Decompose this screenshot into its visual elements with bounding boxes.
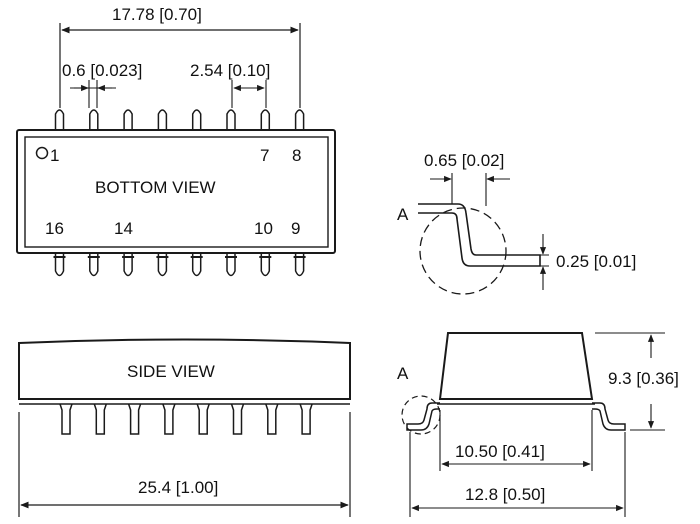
pin-label-8: 8: [292, 146, 302, 165]
end-view: [401, 332, 665, 517]
pin-label-14: 14: [114, 219, 133, 238]
bottom-pin: [54, 253, 65, 277]
side-pin: [127, 403, 142, 435]
side-pin: [162, 403, 176, 435]
detail-a-circle: [419, 207, 507, 295]
top-pin: [89, 109, 99, 130]
bottom-pin: [191, 253, 202, 277]
pin-label-9: 9: [291, 219, 301, 238]
bottom-pin-row: [53, 253, 306, 277]
dim-lead-length-label: 0.65 [0.02]: [424, 151, 505, 170]
dim-lead-thickness-label: 0.25 [0.01]: [556, 252, 637, 271]
dim-overall-width-label: 12.8 [0.50]: [465, 485, 546, 504]
end-view-body: [438, 332, 594, 400]
side-pin: [299, 403, 313, 435]
bottom-pin: [157, 253, 168, 277]
dim-height-label: 9.3 [0.36]: [608, 369, 679, 388]
side-pin: [59, 403, 73, 435]
bottom-view-title: BOTTOM VIEW: [95, 178, 216, 197]
dim-body-width-label: 10.50 [0.41]: [455, 442, 545, 461]
detail-a: [418, 173, 549, 295]
side-pin: [196, 403, 210, 435]
pin-label-7: 7: [260, 146, 270, 165]
pin-label-1: 1: [50, 146, 60, 165]
end-view-lead-right: [592, 402, 626, 431]
dim-overall-span-label: 17.78 [0.70]: [112, 5, 202, 24]
side-pin: [93, 403, 108, 435]
bottom-pin: [260, 253, 271, 277]
dim-pitch-label: 2.54 [0.10]: [190, 61, 271, 80]
bottom-pin: [294, 253, 305, 277]
top-pin: [260, 109, 271, 130]
end-view-detail-marker: A: [397, 364, 409, 383]
top-pin-row: [53, 109, 306, 131]
bottom-pin: [89, 253, 99, 277]
side-view: [18, 338, 351, 517]
top-pin: [123, 109, 133, 130]
top-pin: [191, 109, 202, 130]
side-pin: [230, 403, 245, 435]
top-pin: [54, 109, 65, 130]
side-pin: [265, 403, 279, 435]
side-pin-row: [59, 403, 313, 435]
bottom-view: [16, 23, 336, 277]
side-view-body: [18, 338, 351, 400]
bottom-pin: [123, 253, 133, 277]
detail-a-marker: A: [397, 205, 409, 224]
pin-label-10: 10: [254, 219, 273, 238]
bottom-view-body-inner: [24, 136, 329, 248]
bottom-view-body-outer: [16, 129, 336, 254]
detail-a-lead: [418, 203, 541, 267]
side-view-title: SIDE VIEW: [127, 362, 215, 381]
end-view-lead-left: [406, 402, 440, 431]
end-view-detail-circle: [401, 395, 441, 435]
pin1-marker-circle: [35, 146, 49, 160]
pin-label-16: 16: [45, 219, 64, 238]
bottom-pin: [226, 253, 236, 277]
dim-lead-width-label: 0.6 [0.023]: [62, 61, 143, 80]
top-pin: [294, 109, 305, 130]
dim-length-label: 25.4 [1.00]: [138, 478, 219, 497]
top-pin: [226, 109, 236, 130]
top-pin: [157, 109, 168, 130]
